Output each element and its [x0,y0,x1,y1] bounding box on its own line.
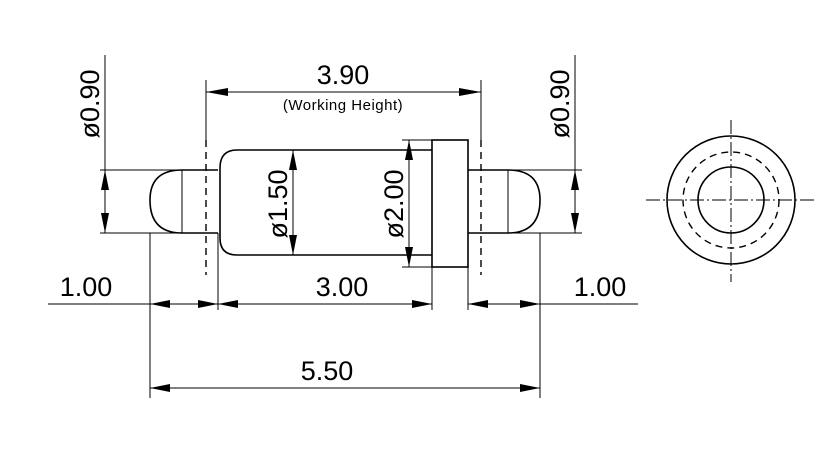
pin-end-view [646,120,816,282]
barrel [219,149,432,256]
left-plunger-tip [149,169,218,234]
left-tip-length-label: 1.00 [60,272,113,302]
right-plunger-tip [468,169,541,234]
dimension-length-row: 1.00 3.00 1.00 5.50 [48,233,638,398]
dimension-right-tip-diameter: ø0.90 [508,55,582,234]
pin-side-view [149,139,541,275]
barrel-diameter-label: ø1.50 [263,169,293,238]
barrel-length-label: 3.00 [316,272,369,302]
dimension-working-height: 3.90 (Working Height) [205,60,482,140]
right-tip-length-label: 1.00 [574,272,627,302]
flange [431,139,469,268]
right-tip-diameter-label: ø0.90 [545,69,575,138]
dimension-barrel-diameter: ø1.50 [263,150,297,255]
working-height-note: (Working Height) [283,97,403,114]
working-height-value: 3.90 [317,60,370,90]
dimension-flange-diameter: ø2.00 [379,139,432,268]
flange-diameter-label: ø2.00 [379,169,409,238]
left-tip-diameter-label: ø0.90 [75,69,105,138]
overall-length-label: 5.50 [301,356,354,386]
dimension-left-tip-diameter: ø0.90 [75,55,182,234]
